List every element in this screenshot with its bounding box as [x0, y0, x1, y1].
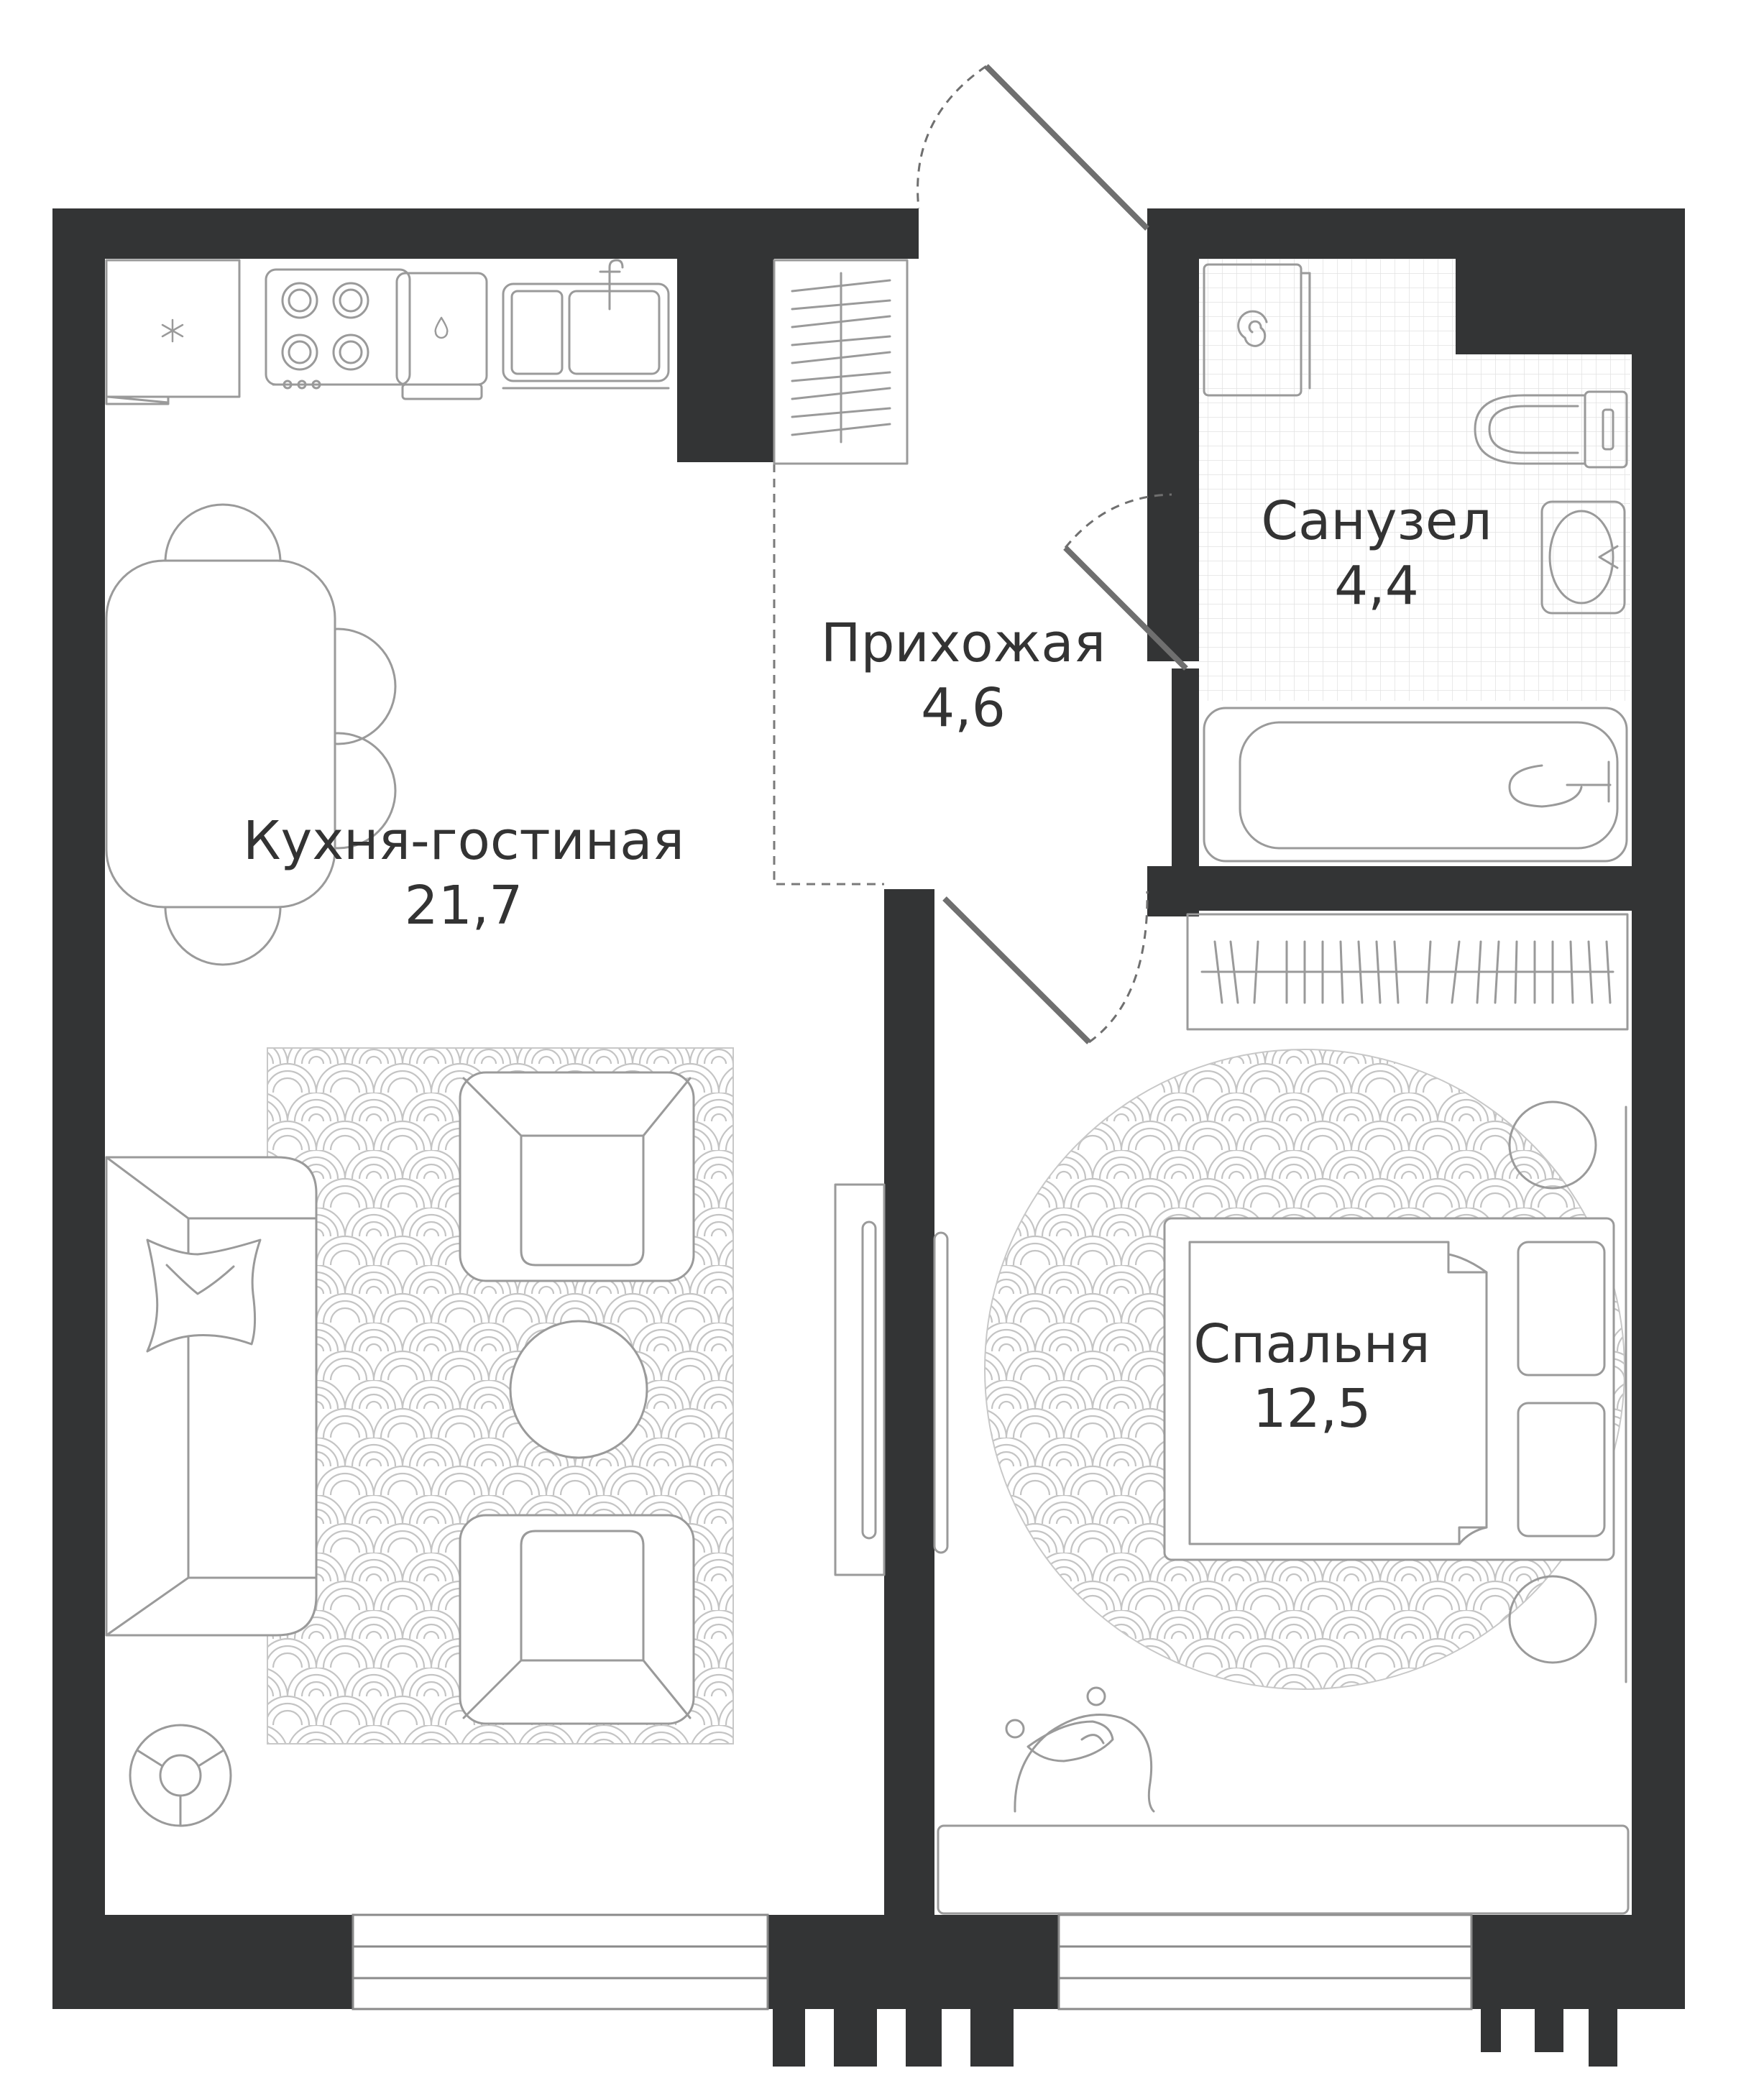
bedroom-door [942, 896, 1091, 1044]
tv-unit [834, 1183, 949, 1576]
entrance-door [984, 64, 1149, 231]
window-living [352, 1913, 769, 2010]
armchair-top [459, 1071, 695, 1282]
window-bedroom [1057, 1913, 1473, 2010]
spiral-icon [1237, 310, 1268, 347]
nightstand-lamp-top [1508, 1100, 1597, 1190]
bathroom-door [1063, 546, 1188, 671]
dining-table [105, 503, 397, 966]
room-label-hallway: Прихожая 4,6 [821, 611, 1106, 741]
nightstand-lamp-bottom [1508, 1575, 1597, 1664]
room-area-bathroom: 4,4 [1334, 555, 1419, 617]
bedroom-wardrobe [1186, 913, 1629, 1031]
kitchen-counter [105, 259, 670, 405]
snowflake-icon [161, 318, 184, 343]
room-name-kitchen-living: Кухня-гостиная [242, 810, 685, 872]
bathtub [1203, 707, 1628, 863]
room-name-hallway: Прихожая [820, 612, 1106, 674]
shoe-rack [773, 259, 909, 465]
water-drop-icon [434, 316, 449, 339]
toilet [1474, 390, 1628, 469]
plant-icon [129, 1724, 232, 1827]
coffee-table [509, 1320, 648, 1459]
room-label-bedroom: Спальня 12,5 [1193, 1312, 1430, 1442]
sofa [105, 1156, 318, 1637]
room-name-bedroom: Спальня [1193, 1313, 1430, 1375]
room-area-kitchen-living: 21,7 [404, 875, 523, 937]
armchair-bottom [459, 1514, 695, 1725]
bathroom-sink [1540, 500, 1626, 615]
washing-machine [1203, 263, 1311, 397]
room-label-kitchen-living: Кухня-гостиная 21,7 [243, 809, 684, 939]
room-area-hallway: 4,6 [921, 677, 1006, 740]
bed [1163, 1106, 1627, 1683]
bedroom-desk [937, 1824, 1630, 1915]
room-label-bathroom: Санузел 4,4 [1261, 489, 1492, 619]
doors [773, 64, 1188, 1044]
bedroom-armchair [1005, 1686, 1155, 1813]
room-area-bedroom: 12,5 [1252, 1378, 1372, 1440]
room-name-bathroom: Санузел [1261, 490, 1492, 552]
walls [52, 208, 1685, 2067]
